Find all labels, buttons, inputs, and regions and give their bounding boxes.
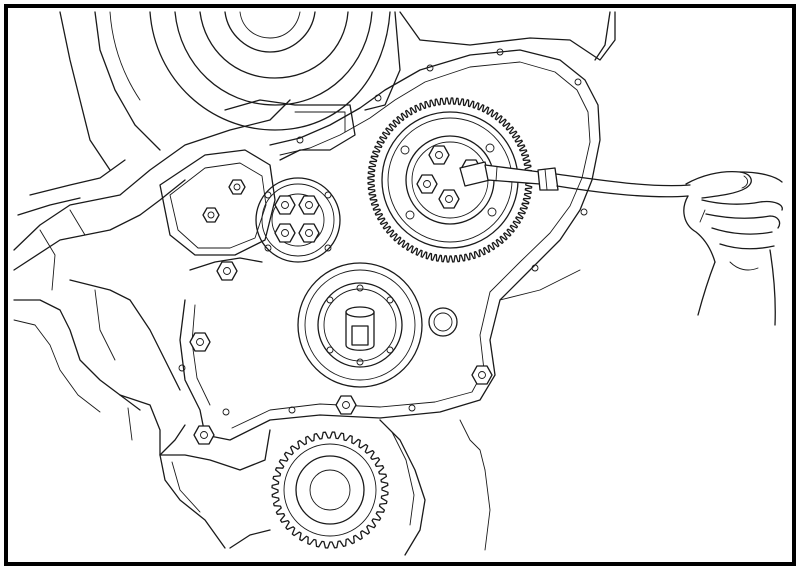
idler-hub-nut <box>274 223 296 243</box>
cover-bolt <box>335 395 357 415</box>
left-housing <box>13 11 291 456</box>
cam-hub-nut <box>416 174 438 194</box>
crankshaft-hub <box>297 262 423 388</box>
lower-right-edge <box>484 269 581 551</box>
cam-hub-nut <box>428 145 450 165</box>
bracket-plate <box>159 99 356 256</box>
lower-housing <box>159 419 426 556</box>
technician-hand <box>683 170 783 326</box>
timing-cover <box>179 11 616 471</box>
idler-hub-nut <box>298 223 320 243</box>
lower-gear <box>271 431 389 549</box>
bracket-bolt <box>228 179 246 195</box>
cover-bolt <box>471 365 493 385</box>
idler-hub <box>255 177 341 263</box>
bracket-bolt <box>202 207 220 223</box>
plug-cap <box>428 307 458 337</box>
cover-bolt <box>189 332 211 352</box>
camshaft-gear-teeth <box>367 97 533 263</box>
idler-hub-nut <box>274 195 296 215</box>
cover-bolt-holes <box>178 48 588 416</box>
cover-bolt <box>216 261 238 281</box>
idler-hub-nut <box>298 195 320 215</box>
figure-frame <box>4 4 796 566</box>
upper-pulley <box>149 11 401 131</box>
cover-bolt <box>193 425 215 445</box>
cam-hub-nut <box>438 189 460 209</box>
socket-extension-tool <box>459 161 691 198</box>
lower-gear-teeth <box>271 431 389 549</box>
